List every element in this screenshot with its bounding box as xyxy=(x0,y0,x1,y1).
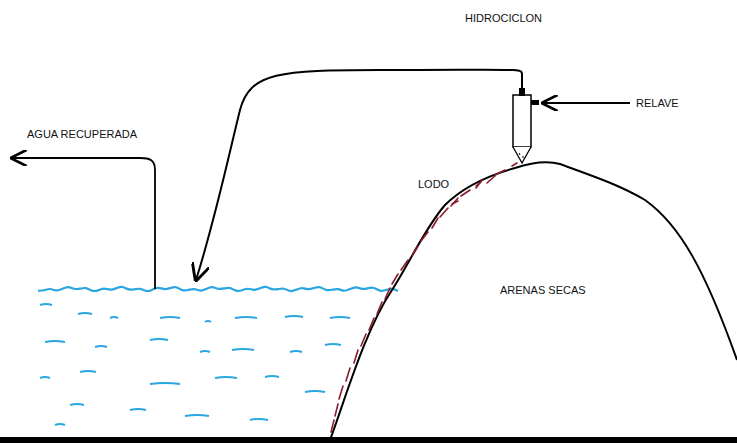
water-pond xyxy=(38,287,398,425)
hydrocyclone-symbol xyxy=(513,88,539,163)
feed-arrow xyxy=(543,102,630,104)
hydrocyclone-label: HIDROCICLON xyxy=(463,12,544,25)
mud-layer xyxy=(331,163,517,432)
recovered-water-label: AGUA RECUPERADA xyxy=(25,128,139,141)
overflow-pipe-arrow xyxy=(196,70,522,280)
feed-label: RELAVE xyxy=(634,97,681,110)
sand-dam-outline xyxy=(330,162,737,440)
mud-label: LODO xyxy=(416,178,451,191)
ground-line xyxy=(0,437,737,443)
recovered-water-arrow xyxy=(12,158,155,289)
dry-sand-label: ARENAS SECAS xyxy=(498,284,588,297)
